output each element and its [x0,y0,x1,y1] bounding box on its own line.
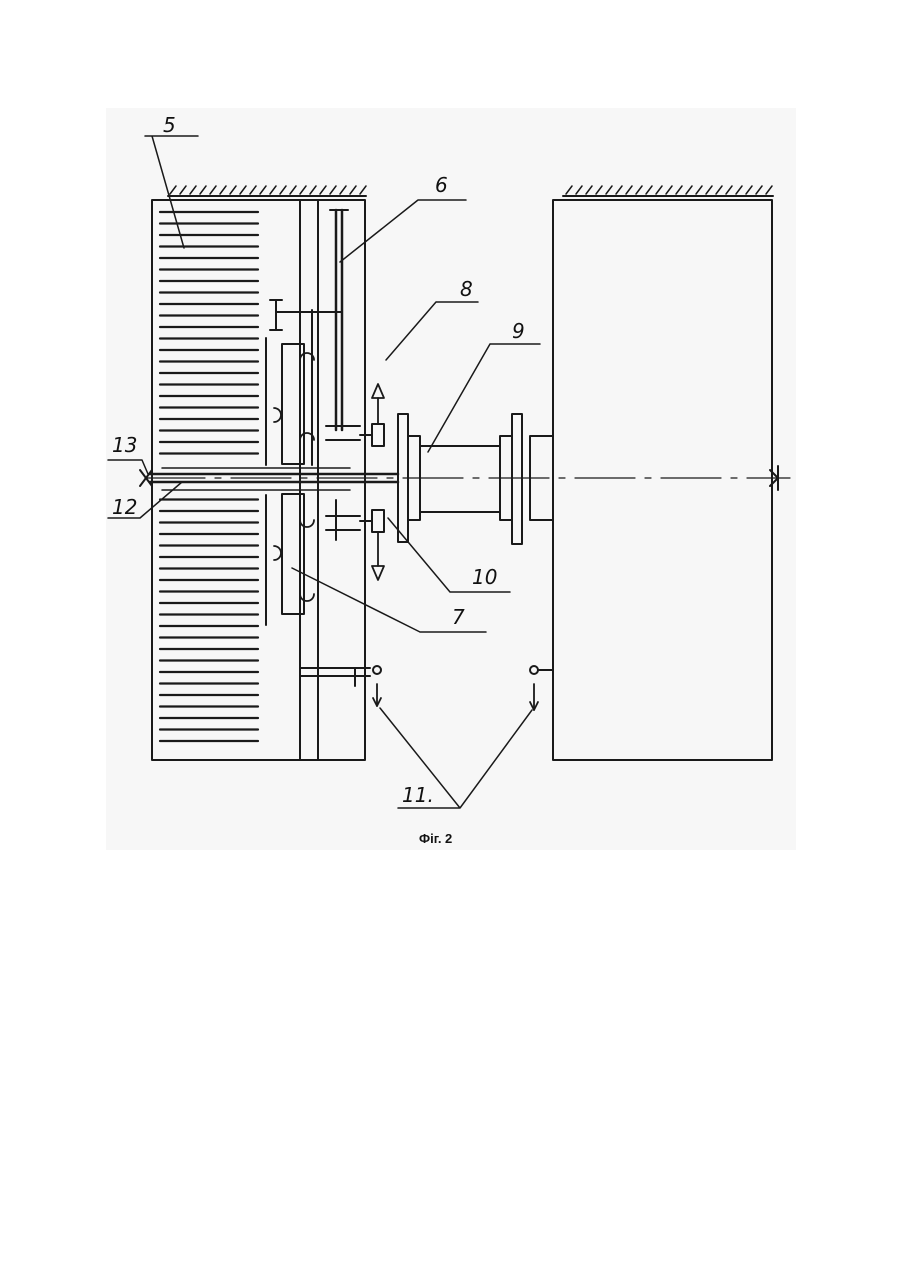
hatch-tick [190,186,196,194]
hatch-tick [250,186,256,194]
hatch-tick [200,186,206,194]
hatch-tick [270,186,276,194]
label-9: 9 [512,319,525,343]
hatch-tick [210,186,216,194]
hatch-tick [726,186,732,194]
hatch-tick [756,186,762,194]
hatch-tick [696,186,702,194]
hatch-tick [290,186,296,194]
label-11: 11. [402,783,434,807]
hatch-tick [736,186,742,194]
hatch-tick [220,186,226,194]
hatch-tick [566,186,572,194]
hatch-tick [716,186,722,194]
label-8: 8 [460,277,473,301]
hatch-tick [606,186,612,194]
hatch-tick [686,186,692,194]
hatch-tick [330,186,336,194]
hatch-tick [576,186,582,194]
label-7: 7 [452,605,465,629]
hatch-tick [766,186,772,194]
hatch-tick [240,186,246,194]
hatch-tick [310,186,316,194]
label-10: 10 [472,565,497,589]
hatch-tick [320,186,326,194]
ground-hatch-left [168,186,366,196]
hatch-tick [636,186,642,194]
hatch-tick [596,186,602,194]
hatch-tick [626,186,632,194]
main-shaft [150,468,398,490]
output-ports [373,666,553,710]
hatch-tick [170,186,176,194]
gear-train [270,200,370,760]
hatch-tick [666,186,672,194]
hatch-tick [280,186,286,194]
hatch-tick [260,186,266,194]
label-13: 13 [112,433,137,457]
hatch-tick [340,186,346,194]
coupling [398,414,553,544]
hatch-tick [586,186,592,194]
label-5: 5 [163,113,176,137]
figure-caption: Фіг. 2 [419,831,452,846]
label-12: 12 [112,495,137,519]
hatch-tick [350,186,356,194]
hatch-tick [656,186,662,194]
hatch-tick [706,186,712,194]
hatch-tick [180,186,186,194]
label-6: 6 [435,173,448,197]
hatch-tick [746,186,752,194]
hatch-tick [230,186,236,194]
hatch-tick [616,186,622,194]
hatch-tick [676,186,682,194]
ground-hatch-right [563,186,773,196]
hatch-tick [646,186,652,194]
cooling-fins [160,212,258,741]
hatch-tick [360,186,366,194]
right-housing [553,200,772,760]
hatch-tick [300,186,306,194]
